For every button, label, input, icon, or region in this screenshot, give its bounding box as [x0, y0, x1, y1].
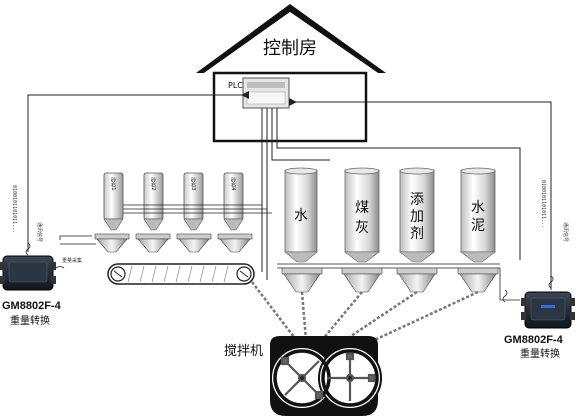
silo-label: 水 — [471, 200, 485, 216]
silo-label: 煤 — [355, 200, 369, 216]
aggregate-hopper — [94, 233, 130, 253]
silo-fly-ash: 煤 灰 — [344, 167, 380, 263]
plc-unit: PLC — [228, 77, 290, 109]
silo-hopper — [281, 267, 323, 293]
silo-label: 灰 — [355, 220, 369, 236]
silo-label: 剂 — [410, 226, 424, 242]
aggregate-bins: 砂石1 砂石2 砂石3 砂石4 — [59, 172, 272, 245]
silo-label: 加 — [410, 209, 424, 225]
mixer-paddle-left — [280, 356, 324, 400]
aggregate-bin: 砂石4 — [223, 172, 244, 231]
plc-label: PLC — [228, 81, 243, 90]
silo-label: 添 — [410, 192, 424, 208]
aggregate-bin: 砂石3 — [183, 172, 204, 231]
converter-right-model: GM8802F-4 — [504, 334, 564, 346]
aggregate-bin-label: 砂石2 — [150, 177, 156, 191]
aggregate-bin: 砂石1 — [103, 172, 124, 231]
aggregate-hopper — [135, 233, 171, 253]
converter-right-comm-label: 通讯信号 — [562, 222, 569, 242]
silo-hopper — [457, 267, 499, 293]
silo-label: 水 — [294, 208, 308, 224]
mixer-paddle-right — [327, 352, 376, 401]
converter-left-bits: 0100101101011... — [11, 185, 17, 233]
converter-left-model: GM8802F-4 — [2, 300, 62, 312]
converter-right-subtitle: 重量转换 — [520, 347, 560, 360]
converter-right-bits: 0100101101011... — [540, 180, 546, 228]
converter-left-device — [0, 255, 56, 291]
aggregate-hoppers — [94, 233, 253, 253]
aggregate-bin-label: 砂石4 — [230, 177, 236, 191]
silo-hoppers — [281, 267, 499, 293]
aggregate-bin: 砂石2 — [143, 172, 164, 231]
aggregate-bin-label: 砂石3 — [190, 177, 196, 191]
silo-water: 水 — [284, 167, 318, 263]
converter-left-comm-label: 通讯信号 — [36, 222, 43, 242]
mixer-label: 搅拌机 — [224, 343, 263, 359]
silo-hopper — [396, 267, 438, 293]
signal-lines — [27, 91, 552, 290]
control-room-body — [212, 71, 368, 143]
silos: 水 煤 灰 添 加 剂 水 泥 — [277, 167, 520, 301]
converter-right-device — [521, 291, 575, 329]
control-room-title: 控制房 — [263, 38, 317, 59]
silo-label: 泥 — [471, 218, 485, 234]
converter-left-subtitle: 重量转换 — [10, 314, 50, 327]
converter-right: 0100101101011... 通讯信号 GM8802F-4 重量转换 — [502, 180, 575, 360]
silo-admixture: 添 加 剂 — [399, 167, 435, 263]
silo-hopper — [341, 267, 383, 293]
aggregate-bin-label: 砂石1 — [110, 177, 116, 191]
control-room: 控制房 PLC — [196, 4, 386, 143]
converter-left-signal-label: 重量采集 — [62, 257, 82, 264]
conveyor-belt — [107, 263, 255, 285]
mixer: 搅拌机 — [224, 336, 382, 416]
aggregate-hopper — [217, 233, 253, 253]
aggregate-hopper — [176, 233, 212, 253]
silo-cement: 水 泥 — [460, 167, 496, 263]
converter-left: 0100101101011... 通讯信号 重量采集 GM8802F-4 重量转… — [0, 185, 82, 327]
